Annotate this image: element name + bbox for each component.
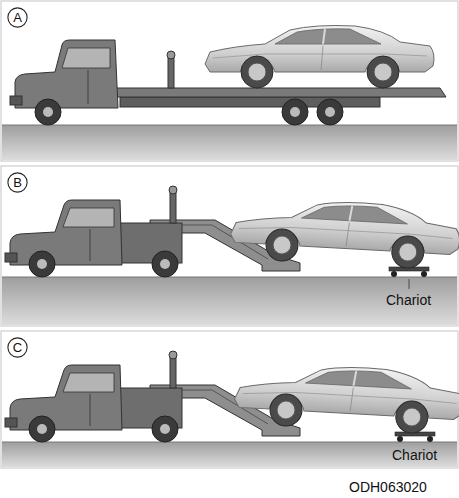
truck-wheel <box>282 99 308 125</box>
panel-c <box>1 331 459 468</box>
panel-letter-circle: A <box>7 7 28 28</box>
truck-wheel <box>317 99 343 125</box>
towed-car <box>205 26 434 89</box>
light-post <box>168 58 174 88</box>
beacon-light <box>167 51 175 59</box>
bumper <box>10 96 22 105</box>
panel-b <box>1 166 459 326</box>
ground-line <box>2 442 457 443</box>
towed-car <box>229 196 459 271</box>
ground-line <box>2 125 457 126</box>
towed-car <box>233 361 459 436</box>
circle-outline <box>8 173 27 192</box>
truck-hub <box>43 107 53 117</box>
panel-a <box>1 1 458 161</box>
ground <box>2 125 457 160</box>
circle-outline <box>8 8 27 27</box>
cab-door-line <box>88 70 89 104</box>
ground-line <box>2 277 457 278</box>
part-label: Chariot <box>392 447 437 463</box>
truck-hub <box>325 107 335 117</box>
figure-code: ODH063020 <box>349 479 427 495</box>
chariot-dolly <box>395 432 435 442</box>
panel-letter: C <box>13 341 22 354</box>
truck-cab <box>15 40 118 108</box>
cab-window <box>62 48 110 68</box>
flatbed <box>100 88 446 97</box>
panel-letter: A <box>13 11 22 24</box>
panel-letter-circle: C <box>7 337 28 358</box>
panel-letter-circle: B <box>7 172 28 193</box>
truck-wheel <box>35 99 61 125</box>
panel-frame <box>1 1 458 161</box>
truck-hub <box>290 107 300 117</box>
ground <box>2 442 457 467</box>
leader-line <box>409 279 410 289</box>
panel-letter: B <box>13 176 22 189</box>
ground <box>2 277 457 325</box>
part-label: Chariot <box>386 292 431 308</box>
chariot-dolly <box>389 267 429 277</box>
circle-outline <box>8 338 27 357</box>
